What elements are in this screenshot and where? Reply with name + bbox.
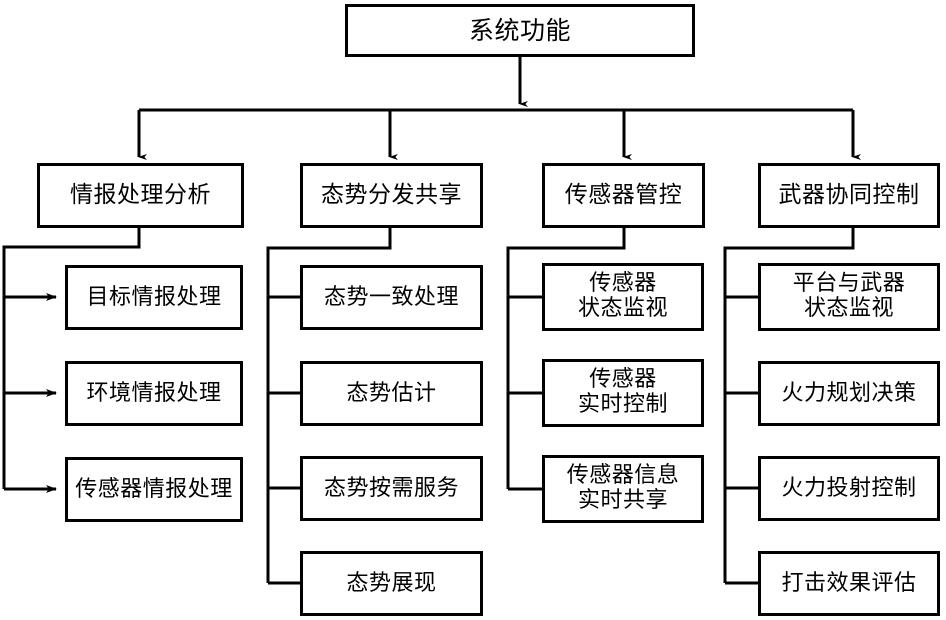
leaf-label: 火力投射控制 <box>781 475 917 501</box>
leaf-sensor-info-realtime-sharing[interactable]: 传感器信息 实时共享 <box>542 455 704 523</box>
leaf-label: 火力规划决策 <box>781 380 917 406</box>
branch-situation-distribution-sharing[interactable]: 态势分发共享 <box>300 163 483 228</box>
leaf-label: 传感器 实时控制 <box>577 367 668 417</box>
branch-label: 武器协同控制 <box>778 181 920 208</box>
branch-sensor-management-control[interactable]: 传感器管控 <box>542 163 705 228</box>
branch-label: 情报处理分析 <box>70 181 211 208</box>
leaf-sensor-realtime-control[interactable]: 传感器 实时控制 <box>542 359 704 427</box>
leaf-sensor-status-monitoring[interactable]: 传感器 状态监视 <box>542 263 704 331</box>
leaf-situation-estimation[interactable]: 态势估计 <box>300 361 483 426</box>
leaf-environment-intelligence-processing[interactable]: 环境情报处理 <box>65 361 243 426</box>
branch-label: 传感器管控 <box>564 181 683 208</box>
leaf-situation-presentation[interactable]: 态势展现 <box>300 551 483 616</box>
leaf-label: 传感器 状态监视 <box>577 271 668 321</box>
leaf-label: 平台与武器 状态监视 <box>792 271 906 321</box>
leaf-label: 态势按需服务 <box>323 475 459 501</box>
leaf-firepower-planning-decision[interactable]: 火力规划决策 <box>758 361 940 426</box>
leaf-label: 传感器情报处理 <box>75 476 233 502</box>
connector-trunk-col-2 <box>266 228 392 583</box>
leaf-label: 态势估计 <box>346 380 437 406</box>
leaf-label: 态势展现 <box>346 570 437 596</box>
leaf-target-intelligence-processing[interactable]: 目标情报处理 <box>65 265 243 330</box>
leaf-situation-consistency-processing[interactable]: 态势一致处理 <box>300 265 483 330</box>
leaf-firepower-projection-control[interactable]: 火力投射控制 <box>758 456 940 521</box>
root-node-system-function[interactable]: 系统功能 <box>345 4 695 57</box>
leaf-label: 传感器信息 实时共享 <box>566 463 680 513</box>
root-node-label: 系统功能 <box>468 15 571 45</box>
leaf-label: 打击效果评估 <box>781 570 917 596</box>
branch-label: 态势分发共享 <box>321 181 462 208</box>
branch-intelligence-processing-analysis[interactable]: 情报处理分析 <box>37 163 244 228</box>
connector-trunk-col-1 <box>2 228 141 489</box>
connector-trunk-col-3 <box>506 228 626 489</box>
leaf-label: 环境情报处理 <box>86 380 222 406</box>
leaf-strike-effect-assessment[interactable]: 打击效果评估 <box>758 551 940 616</box>
leaf-label: 态势一致处理 <box>323 284 459 310</box>
leaf-label: 目标情报处理 <box>86 284 222 310</box>
connector-trunk-col-4 <box>723 228 855 583</box>
leaf-situation-on-demand-service[interactable]: 态势按需服务 <box>300 456 483 521</box>
leaf-sensor-intelligence-processing[interactable]: 传感器情报处理 <box>65 457 243 522</box>
leaf-platform-weapon-status-monitoring[interactable]: 平台与武器 状态监视 <box>758 263 940 331</box>
branch-weapon-cooperative-control[interactable]: 武器协同控制 <box>758 163 940 228</box>
